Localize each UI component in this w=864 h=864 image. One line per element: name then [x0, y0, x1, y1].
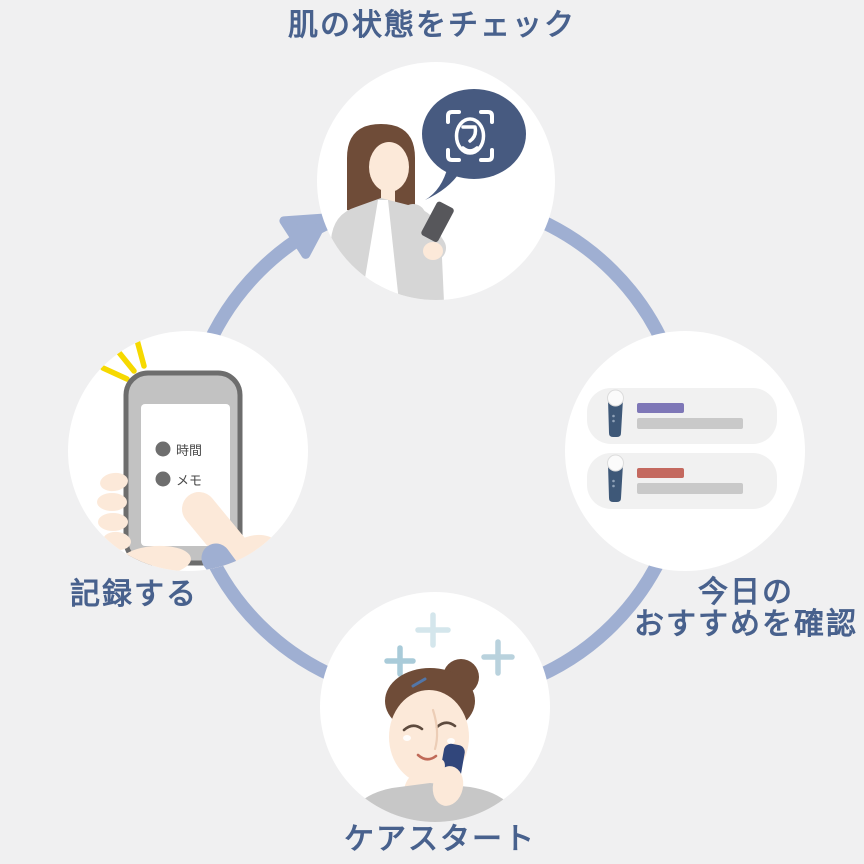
recommend-card-2 [587, 453, 777, 509]
step-circle-recommendation [565, 331, 805, 571]
cycle-arrow-head-icon [279, 213, 330, 259]
illustration-recommendation [587, 388, 777, 509]
nose-line [431, 708, 439, 751]
woman-hand [423, 242, 443, 260]
bottle-cap [607, 454, 624, 472]
woman-face [369, 142, 409, 192]
sparkle-icon [384, 645, 416, 677]
face-features [402, 708, 457, 761]
bottle-dot [612, 414, 615, 418]
bar-purple [637, 403, 684, 413]
closed-eye [402, 724, 424, 732]
sparkle-icon [481, 639, 515, 676]
smile [416, 753, 438, 761]
bottle-cap [607, 389, 624, 407]
blush-highlight [403, 735, 411, 741]
bar-gray [637, 418, 743, 429]
bullet-dot [155, 471, 171, 487]
step-label-care-start: ケアスタート [344, 822, 536, 857]
bullet-dot [155, 441, 171, 457]
face-scan-icon [446, 110, 494, 162]
phone-item-label: メモ [176, 474, 202, 489]
bar-gray [637, 483, 743, 494]
step-label-record: 記録する [70, 577, 198, 612]
illustration-skin-check [329, 89, 526, 300]
blush-highlight [447, 738, 455, 744]
bottle-dot [612, 484, 615, 488]
sleeve [201, 543, 259, 571]
bar-red [637, 468, 684, 478]
closed-eye [435, 721, 457, 729]
hairpin [411, 677, 427, 688]
step-label-skin-check: 肌の状態をチェック [288, 8, 576, 43]
step-label-recommendation: 今日の おすすめを確認 [624, 577, 864, 641]
step-label-line: おすすめを確認 [634, 607, 858, 642]
smartphone [421, 201, 454, 242]
phone-item-label: 時間 [176, 444, 202, 459]
bottle-dot [612, 419, 615, 423]
sparkle-icon [415, 612, 451, 648]
sparkle-icons [384, 612, 515, 677]
notification-lines-icon [100, 337, 147, 382]
illustration-record: 時間 メモ [97, 337, 283, 571]
step-label-line: 今日の [698, 575, 794, 610]
bottle-dot [612, 479, 615, 483]
thumb [182, 492, 263, 571]
speech-bubble-tail [425, 166, 460, 200]
recommend-card-1 [587, 388, 777, 444]
thumb [431, 759, 445, 781]
woman-shirt [361, 200, 399, 300]
